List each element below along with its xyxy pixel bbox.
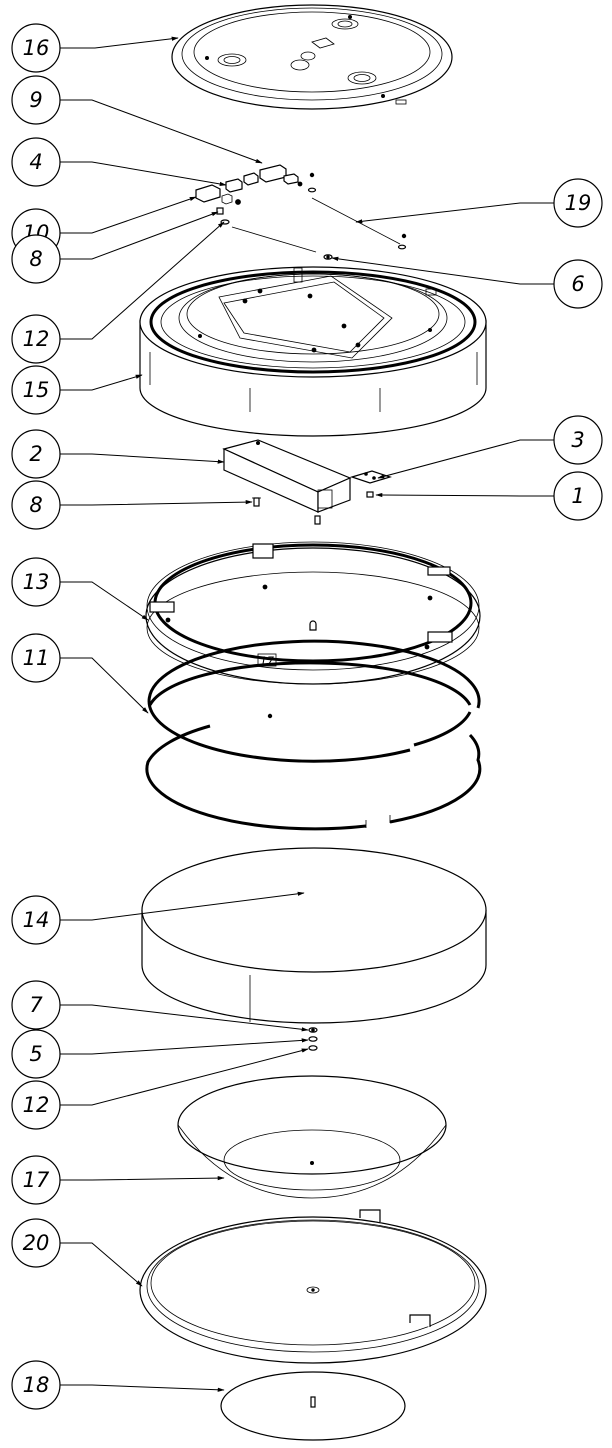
part-15-housing [139,266,487,437]
callout-circle [11,480,61,530]
callout-3: 3 [553,415,603,465]
callout-13: 13 [11,557,61,607]
callout-label: 8 [29,247,42,271]
callout-label: 1 [571,484,584,508]
part-6-nut [323,254,333,260]
callout-12-bottom: 12 [11,1080,61,1130]
part-screw-under-box [314,515,321,525]
part-14-cylinder [141,847,487,1024]
callout-12-top: 12 [11,314,61,364]
callout-16: 16 [11,23,61,73]
callout-label: 11 [23,646,50,670]
callout-label: 14 [23,908,50,932]
callout-circle [11,557,61,607]
callout-circle [11,234,61,284]
callout-label: 15 [23,378,50,402]
callout-circle [11,1080,61,1130]
callout-label: 7 [29,993,43,1017]
callout-8-top: 8 [11,234,61,284]
callout-circle [11,1029,61,1079]
part-12-washer-bottom [308,1045,318,1051]
part-18-disc [220,1371,406,1441]
part-4-terminal [225,172,259,193]
part-rod-lower [231,226,317,253]
part-11-split-rings [145,639,482,831]
callout-label: 18 [23,1373,50,1397]
callout-circle [11,429,61,479]
callout-9: 9 [11,75,61,125]
part-3-plate [350,470,392,484]
callout-label: 3 [571,428,584,452]
callout-circle [553,259,603,309]
part-10-block [195,184,241,205]
part-17-bowl [177,1075,447,1199]
callout-label: 20 [23,1231,50,1255]
part-8-screw-middle [252,497,261,507]
callout-circle [11,1155,61,1205]
callout-label: 16 [23,36,50,60]
callout-label: 13 [23,570,50,594]
callout-circle [11,365,61,415]
callout-15: 15 [11,365,61,415]
callout-14: 14 [11,895,61,945]
part-16-top-plate [171,4,453,110]
callout-label: 9 [29,88,42,112]
callout-circle [11,137,61,187]
callout-circle [553,415,603,465]
part-19-rod [307,172,407,250]
callout-circle [11,1218,61,1268]
callout-4: 4 [11,137,61,187]
callout-20: 20 [11,1218,61,1268]
callout-circle [11,895,61,945]
part-5-washer [308,1036,318,1042]
callout-label: 12 [23,1093,50,1117]
part-7-nut [308,1027,318,1033]
callout-19: 19 [553,178,603,228]
callout-18: 18 [11,1360,61,1410]
callout-5: 5 [11,1029,61,1079]
callout-17: 17 [11,1155,61,1205]
callout-label: 8 [29,493,42,517]
callout-label: 17 [23,1168,50,1192]
callout-label: 4 [29,150,42,174]
part-8-screw-top [216,207,224,215]
callout-8-middle: 8 [11,480,61,530]
callout-label: 12 [23,327,50,351]
part-1-screw [366,491,374,498]
callout-11: 11 [11,633,61,683]
callout-2: 2 [11,429,61,479]
part-2-driver-box [222,439,352,513]
part-9-connector [259,164,303,187]
callout-1: 1 [553,471,603,521]
callout-label: 6 [571,272,584,296]
part-20-frame [139,1209,487,1364]
callout-circle [11,1360,61,1410]
callout-label: 19 [565,191,592,215]
callout-7: 7 [11,980,61,1030]
callout-label: 5 [29,1042,42,1066]
callout-6: 6 [553,259,603,309]
callout-label: 2 [29,442,42,466]
callout-circle [11,314,61,364]
callout-circle [11,980,61,1030]
callout-circle [553,178,603,228]
leader-lines [58,36,555,1392]
callout-circle [11,23,61,73]
callout-circle [553,471,603,521]
callout-circle [11,633,61,683]
callout-circle [11,75,61,125]
